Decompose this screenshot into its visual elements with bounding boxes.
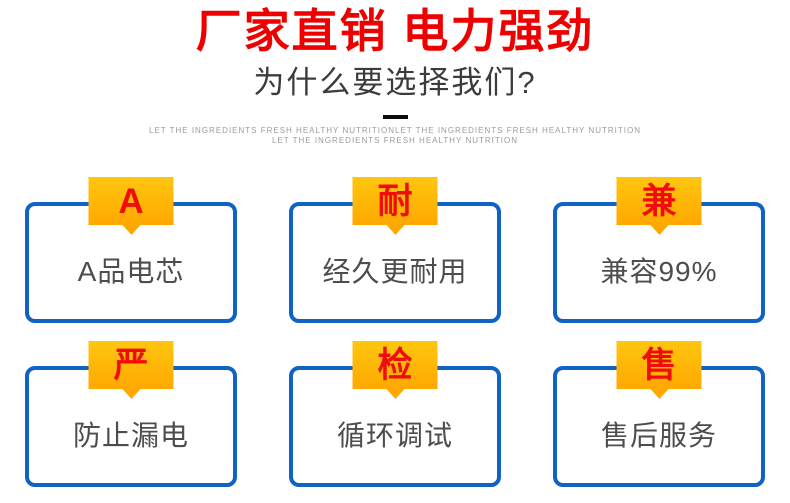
feature-badge: 耐: [352, 177, 438, 225]
feature-card-body: 兼容99%: [553, 202, 765, 323]
feature-label: 防止漏电: [72, 419, 189, 451]
feature-card-a: A A品电芯: [25, 177, 237, 323]
promo-page: { "header": { "title": "厂家直销 电力强劲", "sub…: [0, 5, 790, 503]
feature-card-service: 售 售后服务: [553, 341, 765, 487]
feature-badge: 售: [616, 341, 702, 389]
feature-card-strict: 严 防止漏电: [25, 341, 237, 487]
feature-card-compatible: 兼 兼容99%: [553, 177, 765, 323]
divider-bar: [382, 115, 408, 119]
page-title: 厂家直销 电力强劲: [195, 5, 595, 57]
feature-label: 售后服务: [600, 419, 717, 451]
feature-badge: A: [88, 177, 174, 225]
badge-label: 检: [377, 345, 413, 385]
feature-badge: 检: [352, 341, 438, 389]
feature-card-durable: 耐 经久更耐用: [289, 177, 501, 323]
badge-label: 售: [641, 345, 677, 385]
feature-label: A品电芯: [77, 255, 185, 287]
feature-label: 经久更耐用: [322, 255, 468, 287]
feature-label: 循环调试: [336, 419, 453, 451]
badge-label: A: [118, 181, 144, 221]
badge-label: 耐: [377, 181, 413, 221]
caption-line-1: LET THE INGREDIENTS FRESH HEALTHY NUTRIT…: [149, 126, 641, 135]
badge-label: 严: [113, 345, 149, 385]
features-grid: A A品电芯 耐 经久更耐用 兼 兼容99% 严 防止漏电 检: [25, 177, 765, 487]
badge-label: 兼: [641, 181, 677, 221]
header: 厂家直销 电力强劲 为什么要选择我们? LET THE INGREDIENTS …: [0, 5, 790, 146]
feature-badge: 严: [88, 341, 174, 389]
feature-badge: 兼: [616, 177, 702, 225]
feature-label: 兼容99%: [600, 255, 718, 287]
feature-card-tested: 检 循环调试: [289, 341, 501, 487]
caption-line-2: LET THE INGREDIENTS FRESH HEALTHY NUTRIT…: [272, 136, 518, 145]
page-subtitle: 为什么要选择我们?: [253, 65, 537, 100]
